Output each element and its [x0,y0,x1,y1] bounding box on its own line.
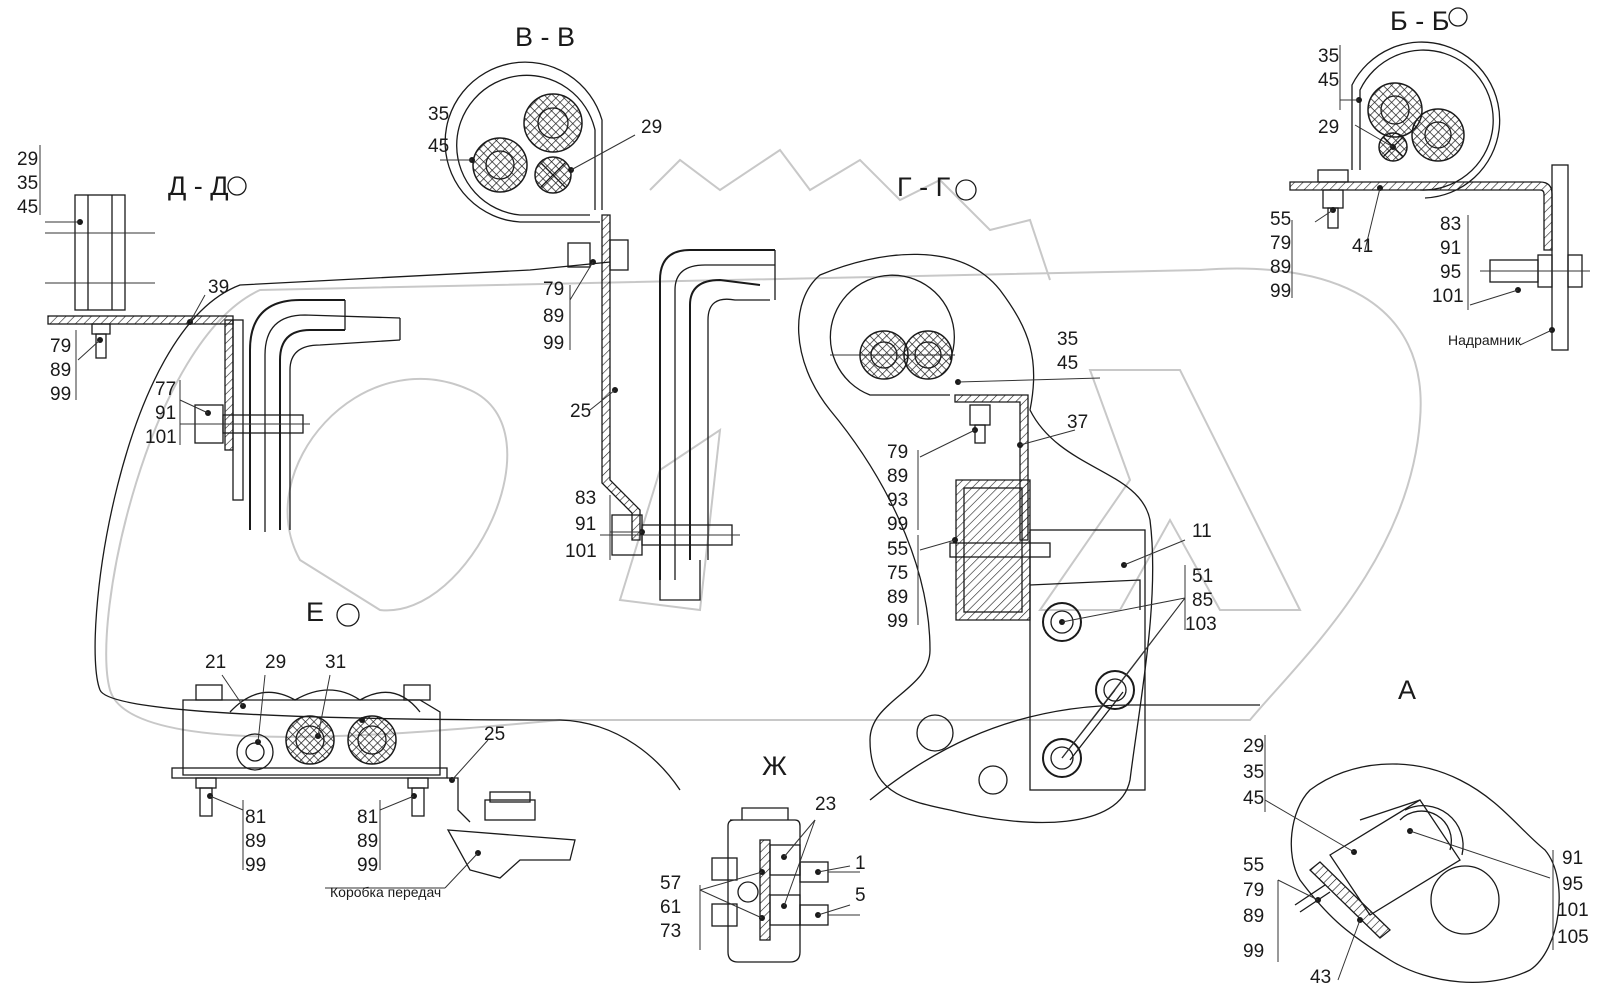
callout: 93 [887,490,908,511]
callout: 43 [1310,967,1331,988]
callout: 61 [660,897,681,918]
callout: 81 [245,807,266,828]
callout: 29 [17,149,38,170]
callout: 91 [1562,848,1583,869]
callout: 45 [1318,70,1339,91]
callout: 83 [575,488,596,509]
callout: 103 [1185,614,1217,635]
callout: 21 [205,652,226,673]
callout: 5 [855,885,866,906]
note-korobka: Коробка передач [330,884,441,900]
callout: 99 [1243,941,1264,962]
callout: 31 [325,652,346,673]
callout: 81 [357,807,378,828]
callout: 73 [660,921,681,942]
note-nadramnik: Надрамник [1448,332,1522,348]
callout: 41 [1352,236,1373,257]
callout: 55 [1243,855,1264,876]
frame-outline [94,261,1260,801]
callout: 95 [1440,262,1461,283]
callout: 99 [1270,281,1291,302]
callout: 89 [1243,906,1264,927]
callout: 23 [815,794,836,815]
callout: 101 [1432,286,1464,307]
callout: 35 [17,173,38,194]
view-zh: Ж 23 1 5 57 61 73 [660,751,866,963]
callout: 35 [1057,329,1078,350]
callout: 25 [484,724,505,745]
callout: 55 [887,539,908,560]
callout: 89 [357,831,378,852]
callout: 99 [357,855,378,876]
view-bb-title: Б - Б [1390,6,1449,36]
callout: 89 [887,587,908,608]
callout: 35 [1243,762,1264,783]
callout: 51 [1192,566,1213,587]
callout: 89 [245,831,266,852]
callout: 79 [1243,880,1264,901]
callout: 45 [1243,788,1264,809]
callout: 95 [1562,874,1583,895]
callout: 75 [887,563,908,584]
callout: 37 [1067,412,1088,433]
callout: 89 [50,360,71,381]
callout: 79 [1270,233,1291,254]
view-dd-title: Д - Д [168,171,229,201]
callout: 29 [1243,736,1264,757]
callout: 85 [1192,590,1213,611]
callout: 79 [543,279,564,300]
callout: 91 [575,514,596,535]
view-vv-title: В - В [515,22,575,52]
callout: 39 [208,277,229,298]
view-gg: Г - Г [797,172,1217,824]
view-e-title: Е [306,597,324,627]
rotation-icon [955,179,977,201]
callout: 101 [1557,900,1589,921]
rotation-icon [1448,7,1468,27]
view-zh-title: Ж [762,751,787,781]
callout: 11 [1192,521,1212,542]
callout: 25 [570,401,591,422]
callout: 29 [1318,117,1339,138]
view-bb: Б - Б [1270,6,1590,351]
callout: 57 [660,873,681,894]
callout: 89 [543,306,564,327]
callout: 45 [428,136,449,157]
view-e: Е [171,597,576,900]
callout: 1 [855,853,866,874]
callout: 89 [1270,257,1291,278]
callout: 101 [565,541,597,562]
callout: 99 [543,333,564,354]
callout: 79 [50,336,71,357]
callout: 91 [1440,238,1461,259]
callout: 91 [155,403,176,424]
view-vv: В - В [428,22,776,601]
callout: 89 [887,466,908,487]
view-dd: Д - Д [17,145,401,532]
rotation-icon [227,176,247,196]
callout: 35 [428,104,449,125]
callout: 99 [887,514,908,535]
callout: 101 [145,427,177,448]
callout: 77 [155,379,176,400]
callout: 55 [1270,209,1291,230]
callout: 29 [265,652,286,673]
view-a-title: А [1398,675,1416,705]
callout: 79 [887,442,908,463]
callout: 99 [50,384,71,405]
callout: 99 [245,855,266,876]
callout: 45 [1057,353,1078,374]
view-a: А 29 35 45 55 79 89 99 43 91 95 101 1 [1243,675,1589,988]
callout: 105 [1557,927,1589,948]
callout: 29 [641,117,662,138]
view-gg-title: Г - Г [897,172,951,202]
rotation-icon [336,603,360,627]
callout: 99 [887,611,908,632]
watermark-logo [105,148,1422,738]
callout: 45 [17,197,38,218]
callout: 83 [1440,214,1461,235]
callout: 35 [1318,46,1339,67]
